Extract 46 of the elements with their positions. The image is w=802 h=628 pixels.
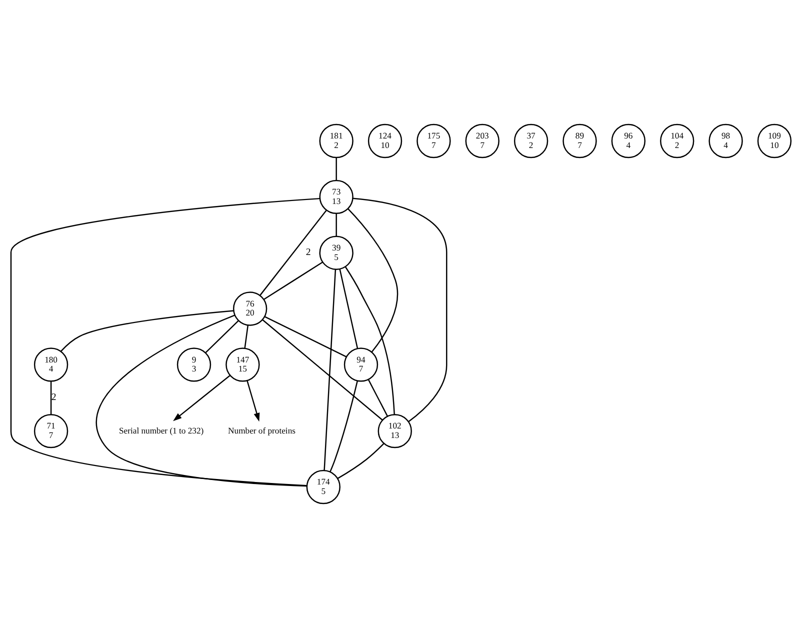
connector [336,214,337,236]
node-circle: 109 10 [757,124,792,158]
connector [260,210,327,296]
connector [96,314,307,487]
node-text: Number of proteins [228,425,296,436]
node-circle: 174 5 [306,470,340,504]
connector [336,158,337,180]
connector [50,381,52,414]
edge-label: 2 [51,392,56,404]
arrow [173,375,230,422]
connector [205,320,239,354]
connector [339,268,358,348]
node-circle: 94 7 [344,348,378,382]
connector [10,198,320,486]
node-circle: 102 13 [378,414,412,448]
node-circle: 73 13 [319,180,354,214]
connector [60,310,234,352]
node-circle: 203 7 [465,124,500,158]
node-circle: 9 3 [176,348,212,382]
node-circle: 180 4 [34,348,68,382]
connector [352,198,448,422]
node-circle: 76 20 [232,292,268,326]
connector [344,266,395,414]
node-circle: 37 2 [514,124,548,158]
edge-label: 2 [306,247,311,258]
connector [330,380,358,472]
node-circle: 39 5 [319,236,354,270]
node-circle: 104 2 [660,124,694,158]
connector [337,443,384,479]
node-circle: 147 15 [226,348,260,382]
connector [368,379,388,416]
connector [264,262,323,300]
node-circle: 175 7 [416,124,451,158]
node-circle: 96 4 [611,124,646,158]
node-circle: 181 2 [319,124,354,158]
node-circle: 124 10 [368,124,402,158]
node-circle: 98 4 [708,124,743,158]
node-circle: 71 7 [34,414,68,448]
connector [264,316,347,358]
connector [348,208,398,352]
node-text: Serial number (1 to 232) [119,425,204,436]
node-circle: 89 7 [562,124,597,158]
connector [324,269,336,470]
connector [262,319,383,420]
arrow [246,380,260,422]
connector [244,325,249,348]
